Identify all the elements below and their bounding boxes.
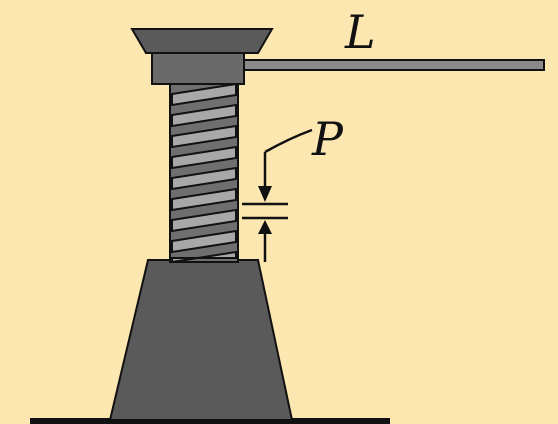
pitch-dimension: [242, 128, 313, 262]
screw-thread: [169, 79, 239, 264]
pitch-label: P: [311, 112, 344, 166]
thread-band: [171, 82, 237, 107]
thread-band: [171, 166, 237, 191]
thread-band: [171, 229, 237, 254]
thread-band: [171, 208, 237, 233]
thread-band: [171, 145, 237, 170]
lever-arm: [243, 59, 545, 71]
thread-band: [171, 103, 237, 128]
load-platform: [130, 28, 274, 54]
lever-length-label: L: [344, 5, 376, 59]
thread-band: [171, 250, 237, 264]
jack-base: [108, 259, 294, 421]
thread-band: [171, 187, 237, 212]
thread-band: [171, 124, 237, 149]
screw-collar: [151, 51, 245, 85]
